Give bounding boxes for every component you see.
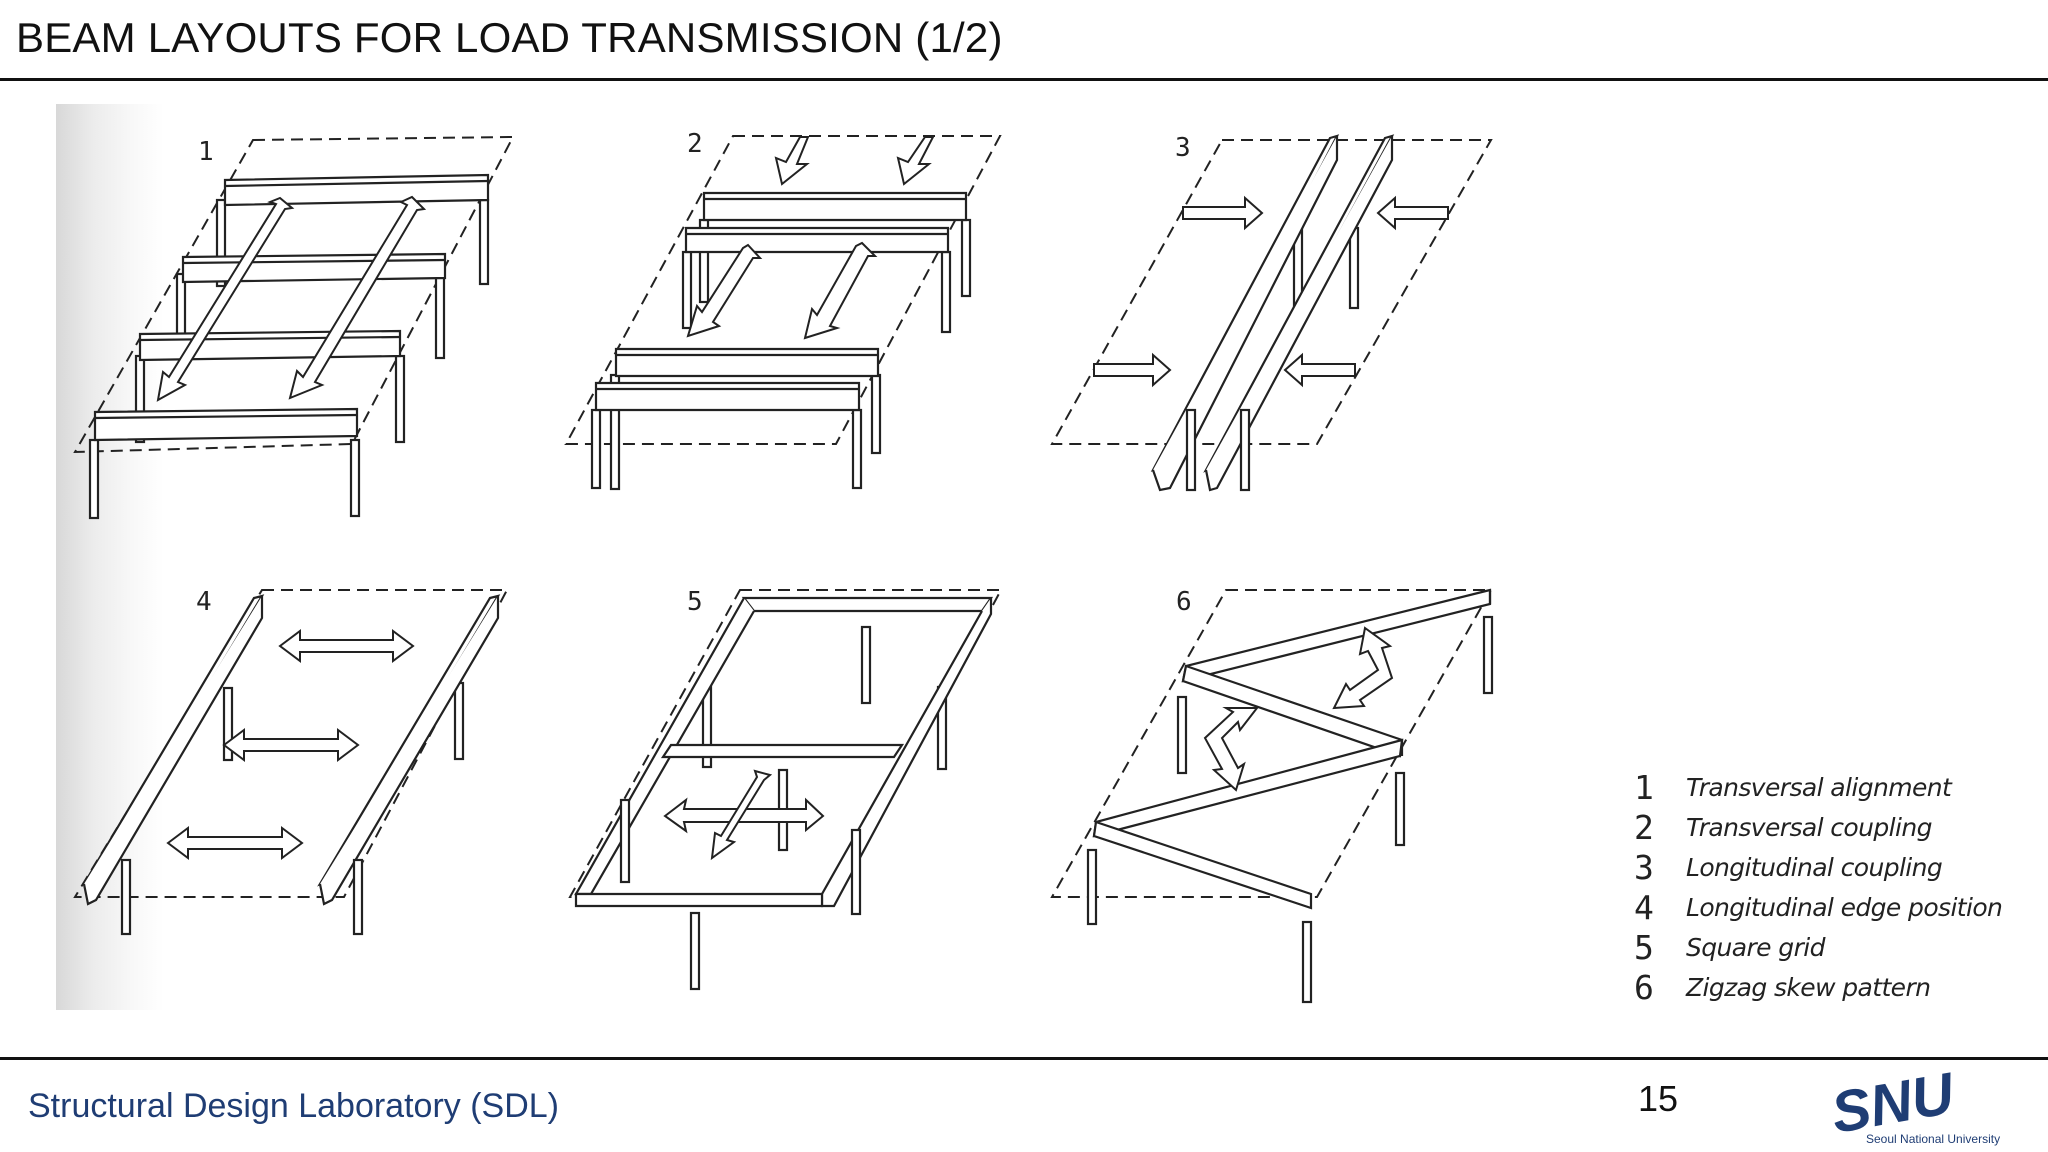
beam-layout-figure: 1 2 — [73, 129, 1494, 1004]
legend-number: 3 — [1634, 847, 1654, 887]
legend-label: Transversal alignment — [1686, 772, 1952, 802]
panel-3-longitudinal-coupling: 3 — [1050, 133, 1493, 492]
legend-number: 5 — [1634, 927, 1654, 967]
panel-1-number: 1 — [198, 137, 214, 167]
legend-number: 6 — [1634, 967, 1654, 1007]
legend-item-1: 1 Transversal alignment — [1634, 767, 2002, 807]
panel-6-number: 6 — [1176, 587, 1192, 617]
legend-label: Longitudinal edge position — [1686, 892, 2003, 922]
panel-5-square-grid: 5 — [568, 587, 1003, 991]
legend-label: Longitudinal coupling — [1686, 852, 1943, 882]
footer-divider — [0, 1057, 2048, 1060]
panel-3-number: 3 — [1175, 133, 1191, 163]
legend-number: 2 — [1634, 807, 1654, 847]
panel-6-zigzag-skew-pattern: 6 — [1050, 587, 1494, 1004]
legend-label: Square grid — [1686, 932, 1825, 962]
snu-logo: SNU Seoul National University — [1827, 1068, 2000, 1146]
panel-1-transversal-alignment: 1 — [73, 135, 515, 520]
slide-title: BEAM LAYOUTS FOR LOAD TRANSMISSION (1/2) — [16, 14, 1003, 61]
legend-item-6: 6 Zigzag skew pattern — [1634, 967, 2002, 1007]
panel-5-number: 5 — [687, 587, 703, 617]
legend-number: 4 — [1634, 887, 1654, 927]
panel-2-number: 2 — [687, 129, 703, 159]
title-divider — [0, 78, 2048, 81]
legend-item-2: 2 Transversal coupling — [1634, 807, 2002, 847]
legend: 1 Transversal alignment 2 Transversal co… — [1634, 767, 2003, 1007]
legend-item-3: 3 Longitudinal coupling — [1634, 847, 2002, 887]
legend-label: Zigzag skew pattern — [1686, 972, 1931, 1002]
legend-item-4: 4 Longitudinal edge position — [1634, 887, 2003, 927]
panel-4-longitudinal-edge-position: 4 — [73, 587, 509, 936]
legend-item-5: 5 Square grid — [1634, 927, 2002, 967]
legend-number: 1 — [1634, 767, 1654, 807]
legend-label: Transversal coupling — [1686, 812, 1932, 842]
panel-4-number: 4 — [196, 587, 212, 617]
panel-2-transversal-coupling: 2 — [564, 129, 1002, 491]
footer-organization: Structural Design Laboratory (SDL) — [28, 1087, 560, 1125]
page-number: 15 — [1638, 1078, 1679, 1119]
logo-subtext: Seoul National University — [1866, 1132, 2000, 1146]
